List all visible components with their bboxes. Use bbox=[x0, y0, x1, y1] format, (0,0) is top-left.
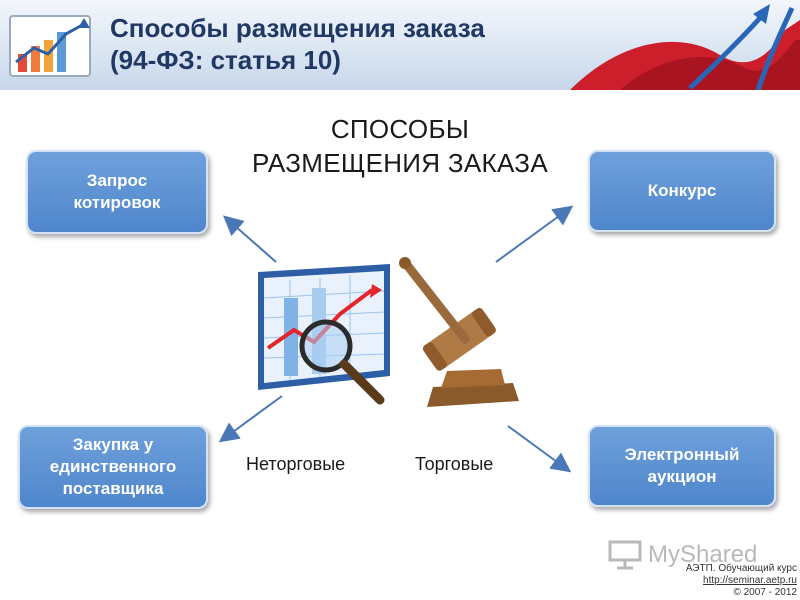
footer-url-link[interactable]: http://seminar.aetp.ru bbox=[703, 575, 797, 586]
watermark: MyShared bbox=[608, 538, 798, 572]
method-zapros-line-2: котировок bbox=[73, 193, 161, 212]
method-zapros-kotirovok[interactable]: Запрос котировок bbox=[26, 150, 208, 234]
method-zakupka-line-2: единственного bbox=[49, 457, 177, 476]
arrow-to-auction bbox=[507, 425, 572, 473]
gavel-icon bbox=[399, 257, 519, 407]
method-konkurs[interactable]: Конкурс bbox=[588, 150, 776, 232]
arrow-to-zapros bbox=[222, 215, 277, 263]
chart-magnifier-icon bbox=[258, 264, 390, 405]
method-zapros-line-1: Запрос bbox=[86, 171, 148, 190]
header-band: Способы размещения заказа (94-ФЗ: статья… bbox=[0, 0, 800, 90]
label-trading: Торговые bbox=[415, 454, 494, 474]
title-line-2: (94-ФЗ: статья 10) bbox=[110, 45, 341, 75]
arrow-to-konkurs bbox=[495, 205, 574, 263]
method-konkurs-label: Конкурс bbox=[647, 181, 717, 200]
page-title: Способы размещения заказа (94-ФЗ: статья… bbox=[110, 12, 485, 76]
method-electronic-auction[interactable]: Электронный аукцион bbox=[588, 425, 776, 507]
diagram-title-line-2: РАЗМЕЩЕНИЯ ЗАКАЗА bbox=[252, 148, 548, 178]
method-auction-line-1: Электронный bbox=[624, 445, 740, 464]
footer-copyright: © 2007 - 2012 bbox=[733, 587, 797, 598]
diagram-title-line-1: СПОСОБЫ bbox=[330, 114, 470, 144]
method-auction-line-2: аукцион bbox=[647, 467, 717, 486]
footer-course: АЭТП. Обучающий курс bbox=[685, 563, 797, 574]
label-nontrading: Неторговые bbox=[246, 454, 346, 474]
method-zakupka-line-3: поставщика bbox=[62, 479, 164, 498]
watermark-text: MyShared bbox=[648, 541, 758, 568]
method-single-supplier[interactable]: Закупка у единственного поставщика bbox=[18, 425, 208, 509]
swoosh-decoration bbox=[570, 4, 800, 90]
title-line-1: Способы размещения заказа bbox=[110, 13, 485, 43]
growth-chart-icon bbox=[9, 15, 91, 77]
diagram-title: СПОСОБЫ РАЗМЕЩЕНИЯ ЗАКАЗА bbox=[200, 112, 600, 180]
method-zakupka-line-1: Закупка у bbox=[72, 435, 154, 454]
presentation-icon bbox=[608, 540, 642, 570]
footer-credits: АЭТП. Обучающий курс http://seminar.aetp… bbox=[686, 563, 797, 599]
